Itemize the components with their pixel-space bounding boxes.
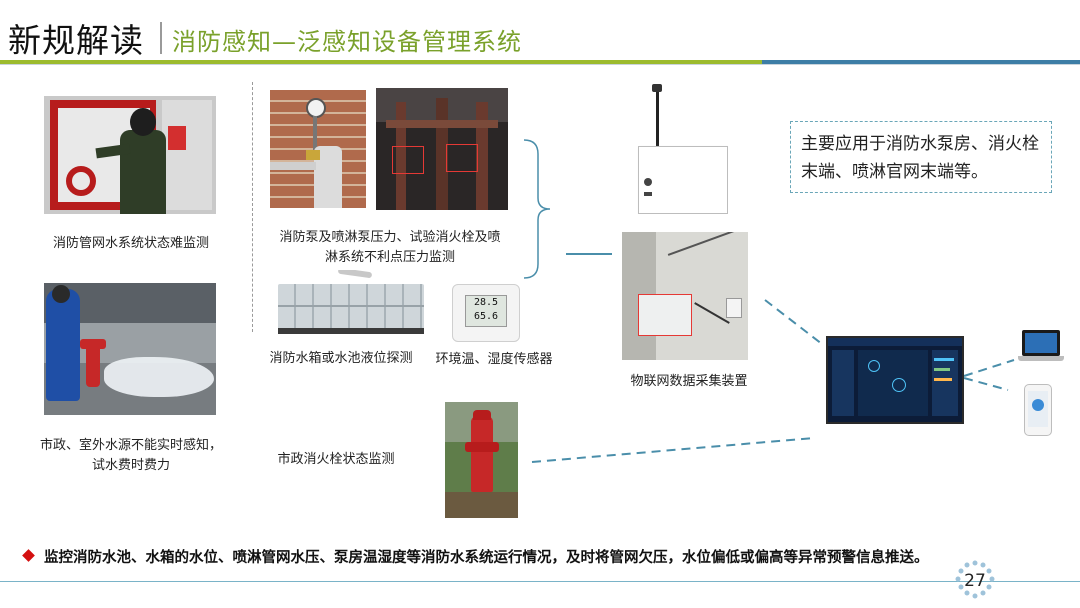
hydrant-caption: 市政消火栓状态监测 (277, 452, 395, 467)
humidity-readout: 65.6 (473, 311, 499, 322)
pressure-gauge-photo (270, 90, 366, 208)
temp-humidity-sensor: 28.5 65.6 (452, 284, 520, 342)
smartphone-icon (1024, 384, 1052, 436)
summary-note-text: 监控消防水池、水箱的水位、喷淋管网水压、泵房温湿度等消防水系统运行情况，及时将管… (44, 550, 929, 566)
grouping-bracket (523, 139, 551, 279)
application-callout: 主要应用于消防水泵房、消火栓末端、喷淋官网末端等。 (790, 121, 1052, 193)
temperature-readout: 28.5 (473, 297, 499, 308)
page-number: 27 (964, 571, 986, 591)
page-subtitle: 消防感知—泛感知设备管理系统 (172, 28, 522, 56)
connector-line (566, 253, 612, 255)
page-number-badge (955, 560, 995, 599)
header-rule (0, 64, 1080, 65)
footer-rule (0, 581, 1080, 582)
laptop-icon (1018, 330, 1064, 364)
summary-note: 监控消防水池、水箱的水位、喷淋管网水压、泵房温湿度等消防水系统运行情况，及时将管… (44, 546, 929, 567)
header-bar-blue (762, 60, 1080, 64)
street-hydrant-photo (445, 402, 518, 518)
iot-gateway-photo (636, 84, 728, 214)
pressure-caption: 消防泵及喷淋泵压力、试验消火栓及喷淋系统不利点压力监测 (279, 230, 501, 265)
title-separator (160, 22, 162, 54)
water-tank-photo (276, 270, 426, 334)
tank-level-caption: 消防水箱或水池液位探测 (269, 351, 413, 366)
installed-device-photo (622, 232, 748, 360)
iot-device-caption: 物联网数据采集装置 (630, 374, 748, 389)
page-title: 新规解读 (8, 21, 144, 60)
hydrant-spray-photo (44, 283, 216, 415)
management-dashboard-screen (826, 336, 964, 424)
pump-pipes-photo (376, 88, 508, 210)
temp-humidity-caption: 环境温、湿度传感器 (435, 352, 553, 367)
header-bar-green (0, 60, 762, 64)
pipe-network-caption: 消防管网水系统状态难监测 (52, 236, 209, 251)
municipal-water-caption: 市政、室外水源不能实时感知，试水费时费力 (40, 438, 223, 473)
fire-cabinet-photo (44, 96, 216, 214)
column-divider (252, 82, 253, 332)
